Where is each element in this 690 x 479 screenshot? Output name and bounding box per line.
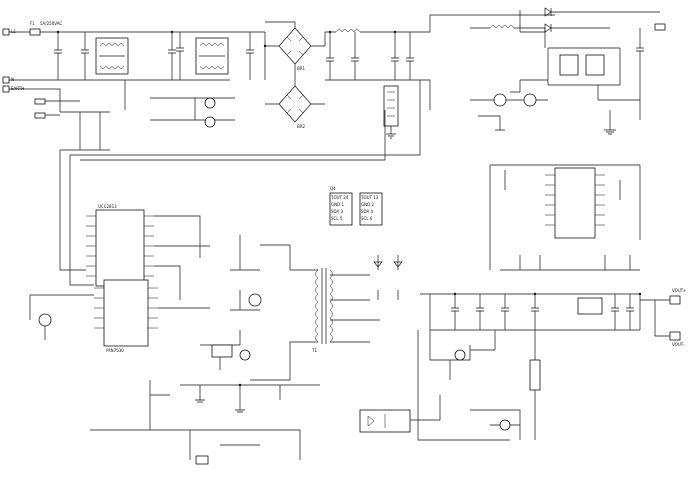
svg-text:BR2: BR2 <box>297 124 306 129</box>
svg-text:UCC2813: UCC2813 <box>98 204 117 209</box>
svg-text:SCL 5: SCL 5 <box>331 216 343 221</box>
input-filter-caps <box>54 32 254 80</box>
vertical-diodes <box>373 255 403 300</box>
terminal-vout-minus: VOUT- <box>669 331 685 347</box>
choke-1 <box>95 37 129 75</box>
svg-text:SDA 3: SDA 3 <box>331 209 344 214</box>
svg-text:N: N <box>11 77 14 82</box>
svg-text:TOUT 13: TOUT 13 <box>360 195 379 200</box>
connector-stack <box>383 85 399 139</box>
svg-text:EARTH: EARTH <box>11 86 24 91</box>
bulk-caps <box>326 32 414 80</box>
svg-text:FAN7530: FAN7530 <box>106 348 124 353</box>
svg-text:F1: F1 <box>30 21 35 26</box>
fuse-f1: F1 5A/250VAC <box>29 21 62 36</box>
svg-text:GND 2: GND 2 <box>361 202 374 207</box>
terminal-vout-plus: VOUT+ <box>669 288 687 305</box>
output-tag-top <box>654 23 666 31</box>
output-filter <box>451 294 634 330</box>
pin-table: Q4 TOUT 24 TOUT 13 GND 1 GND 2 SDA 3 SDA… <box>329 186 383 226</box>
svg-text:GND 1: GND 1 <box>331 202 344 207</box>
svg-text:BR1: BR1 <box>297 66 306 71</box>
svg-text:5A/250VAC: 5A/250VAC <box>40 21 62 26</box>
svg-text:VOUT+: VOUT+ <box>672 288 687 293</box>
svg-text:VOUT-: VOUT- <box>672 342 685 347</box>
svg-text:L1: L1 <box>11 29 16 34</box>
svg-text:T1: T1 <box>311 348 317 353</box>
svg-text:Q4: Q4 <box>330 186 336 191</box>
output-caps-top <box>547 47 621 86</box>
svg-text:SCL 6: SCL 6 <box>361 216 373 221</box>
choke-2 <box>195 37 229 75</box>
bridge-rectifier-br2: BR2 <box>278 85 312 129</box>
svg-text:TOUT 24: TOUT 24 <box>330 195 349 200</box>
opto-coupler <box>359 409 411 433</box>
diodes-top <box>544 7 552 33</box>
svg-text:SDA 4: SDA 4 <box>361 209 374 214</box>
aux-controller-ic <box>545 167 605 239</box>
signal-tags-left <box>34 98 46 119</box>
main-ic: UCC2813 <box>86 204 154 287</box>
pfc-ic: FAN7530 <box>94 279 158 353</box>
transformer-t1: T1 <box>311 268 333 353</box>
